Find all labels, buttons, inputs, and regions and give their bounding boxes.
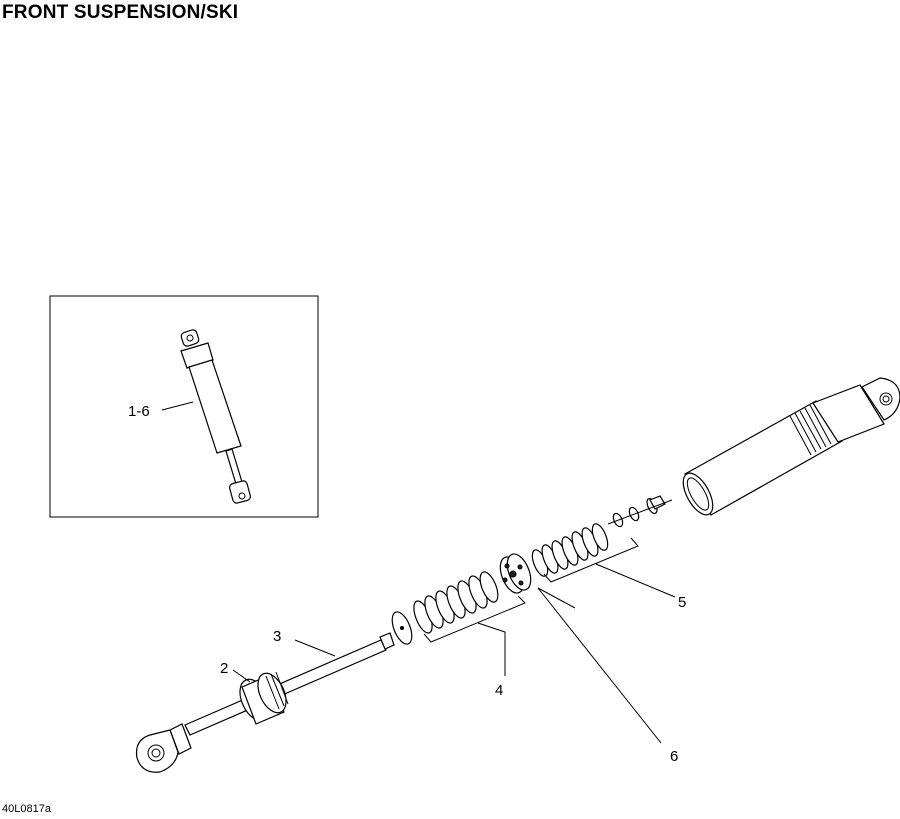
figure-code: 40L0817a	[2, 803, 51, 815]
piston-rod	[184, 632, 395, 736]
assembled-shock-absorber	[180, 329, 251, 504]
callout-5: 5	[678, 594, 686, 611]
valve-washers	[607, 495, 673, 528]
shock-body-cylinder	[682, 377, 900, 516]
piston	[499, 553, 532, 594]
leader-3	[294, 639, 336, 657]
bracket-5	[543, 537, 676, 598]
rod-seal-housing	[239, 671, 289, 725]
assembly-inset: 1-6	[49, 295, 319, 518]
callout-assembly-label: 1-6	[128, 403, 150, 420]
callout-3: 3	[273, 628, 281, 645]
leader-2	[232, 669, 251, 683]
page-title: FRONT SUSPENSION/SKI	[2, 2, 239, 23]
bracket-4	[423, 595, 526, 676]
callout-4: 4	[495, 682, 503, 699]
leader-6	[537, 587, 662, 744]
lower-eyelet	[135, 723, 192, 773]
upper-spring-stack	[531, 523, 609, 577]
lower-spring-stack	[391, 571, 499, 645]
callout-6: 6	[670, 748, 678, 765]
callout-2: 2	[220, 660, 228, 677]
leader-6b	[537, 587, 576, 609]
